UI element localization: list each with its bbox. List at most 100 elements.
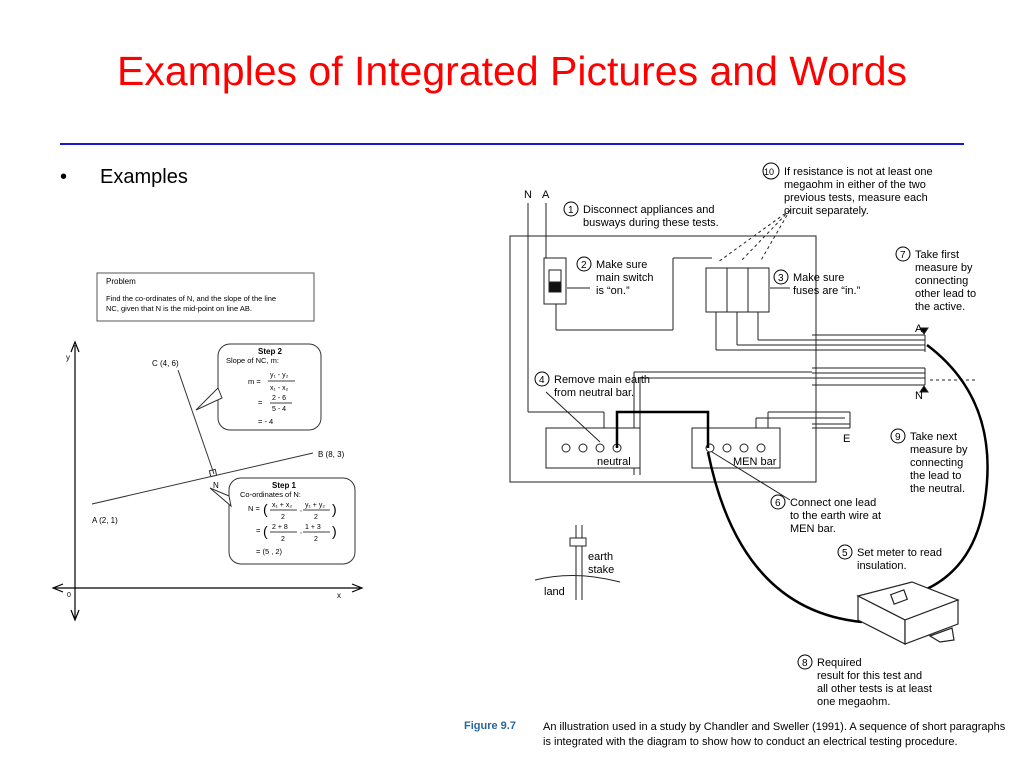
bullet-text: Examples <box>100 166 188 188</box>
label-n-top: N <box>524 189 532 201</box>
step1-paren-open: ( <box>263 501 268 517</box>
step4-number: 4 <box>539 375 545 386</box>
title-divider <box>60 143 964 145</box>
step1-comma2: , <box>300 528 302 535</box>
step2-line1: Make sure <box>596 259 647 271</box>
label-stake: stake <box>588 564 614 576</box>
step1-title: Step 1 <box>272 481 297 490</box>
y-axis-label: y <box>66 353 70 362</box>
point-a-label: A (2, 1) <box>92 516 118 525</box>
step8-line1: Required <box>817 657 862 669</box>
step6-line2: to the earth wire at <box>790 510 881 522</box>
label-earth: earth <box>588 551 613 563</box>
step10-line2: megaohm in either of the two <box>784 179 926 191</box>
step3-line2: fuses are “in.” <box>793 285 861 297</box>
bullet-marker: • <box>60 166 68 188</box>
step3-number: 3 <box>778 273 784 284</box>
axes <box>51 340 364 622</box>
step2-num2: 2 - 6 <box>272 395 286 402</box>
step2-number: 2 <box>581 260 587 271</box>
figure-label: Figure 9.7 <box>464 720 516 732</box>
step9-line5: the neutral. <box>910 483 965 495</box>
step6-number: 6 <box>775 498 781 509</box>
step10-line1: If resistance is not at least one <box>784 166 933 178</box>
label-a-top: A <box>542 189 550 201</box>
step7-line4: other lead to <box>915 288 976 300</box>
step10-number: 10 <box>764 167 774 177</box>
slide-title: Examples of Integrated Pictures and Word… <box>116 48 908 94</box>
step2-den2: 5 - 4 <box>272 406 286 413</box>
problem-box: Problem Find the co-ordinates of N, and … <box>96 272 315 322</box>
problem-line2: NC, given that N is the mid-point on lin… <box>106 304 252 313</box>
step9-number: 9 <box>895 432 901 443</box>
step2-box: Step 2 Slope of NC, m: m = y₁ - y₂ x₁ - … <box>195 343 322 431</box>
step2-line2: main switch <box>596 272 653 284</box>
step5-line2: insulation. <box>857 560 907 572</box>
step6-line3: MEN bar. <box>790 523 836 535</box>
step2-result: = - 4 <box>258 417 273 426</box>
step9-line3: connecting <box>910 457 963 469</box>
problem-label: Problem <box>106 277 136 286</box>
point-n-label: N <box>213 481 219 490</box>
label-e: E <box>843 433 850 445</box>
step1-d-den: 2 <box>314 536 318 543</box>
step2-eq: = <box>258 398 263 407</box>
fuse-3 <box>747 267 770 313</box>
step1-a-num: x₁ + x₂ <box>272 502 292 509</box>
step1-paren-close2: ) <box>332 523 337 539</box>
step3-line1: Make sure <box>793 272 844 284</box>
step6-line1: Connect one lead <box>790 497 876 509</box>
geometry-lines <box>91 369 314 505</box>
fuse-1 <box>705 267 728 313</box>
point-c-label: C (4, 6) <box>152 359 179 368</box>
label-men-bar: MEN bar <box>733 456 777 468</box>
step1-result: = (5 , 2) <box>256 547 283 556</box>
figure-caption: An illustration used in a study by Chand… <box>543 721 1006 748</box>
step7-line2: measure by <box>915 262 973 274</box>
label-land: land <box>544 586 565 598</box>
label-a-bar: A <box>915 323 923 335</box>
step7-line5: the active. <box>915 301 965 313</box>
step2-num: y₁ - y₂ <box>270 372 289 379</box>
step9-line4: the lead to <box>910 470 961 482</box>
step1-b-num: y₁ + y₂ <box>305 502 325 509</box>
step1-box: Step 1 Co-ordinates of N: N = ( x₁ + x₂ … <box>209 477 356 565</box>
meter <box>856 581 960 645</box>
step7-line1: Take first <box>915 249 959 261</box>
step1-subtitle: Co-ordinates of N: <box>240 490 301 499</box>
step8-line3: all other tests is at least <box>817 683 932 695</box>
step2-line3: is “on.” <box>596 285 630 297</box>
step1-line2: busways during these tests. <box>583 217 719 229</box>
step7-line3: connecting <box>915 275 968 287</box>
point-b-label: B (8, 3) <box>318 450 345 459</box>
step1-eq: = <box>256 526 261 535</box>
origin-label: 0 <box>67 592 71 599</box>
step10-line3: previous tests, measure each <box>784 192 928 204</box>
step1-a-den: 2 <box>281 514 285 521</box>
step7-number: 7 <box>900 250 906 261</box>
step1-n-eq: N = <box>248 504 261 513</box>
step9-line2: measure by <box>910 444 968 456</box>
step8-number: 8 <box>802 658 808 669</box>
step1-c-num: 2 + 8 <box>272 524 288 531</box>
x-axis-label: x <box>337 591 341 600</box>
step1-comma: , <box>300 506 302 513</box>
step1-b-den: 2 <box>314 514 318 521</box>
label-neutral: neutral <box>597 456 631 468</box>
step1-number: 1 <box>568 205 574 216</box>
problem-line1: Find the co-ordinates of N, and the slop… <box>106 294 276 303</box>
step1-paren-close: ) <box>332 501 337 517</box>
step8-line4: one megaohm. <box>817 696 890 708</box>
step1-line1: Disconnect appliances and <box>583 204 714 216</box>
step1-d-num: 1 + 3 <box>305 524 321 531</box>
step4-line2: from neutral bar. <box>554 387 634 399</box>
step5-number: 5 <box>842 548 848 559</box>
switchboard-outline <box>509 235 817 483</box>
fuse-2 <box>726 267 749 313</box>
step9-line1: Take next <box>910 431 957 443</box>
step4-line1: Remove main earth <box>554 374 650 386</box>
step2-den: x₁ - x₂ <box>270 385 289 392</box>
step1-c-den: 2 <box>281 536 285 543</box>
